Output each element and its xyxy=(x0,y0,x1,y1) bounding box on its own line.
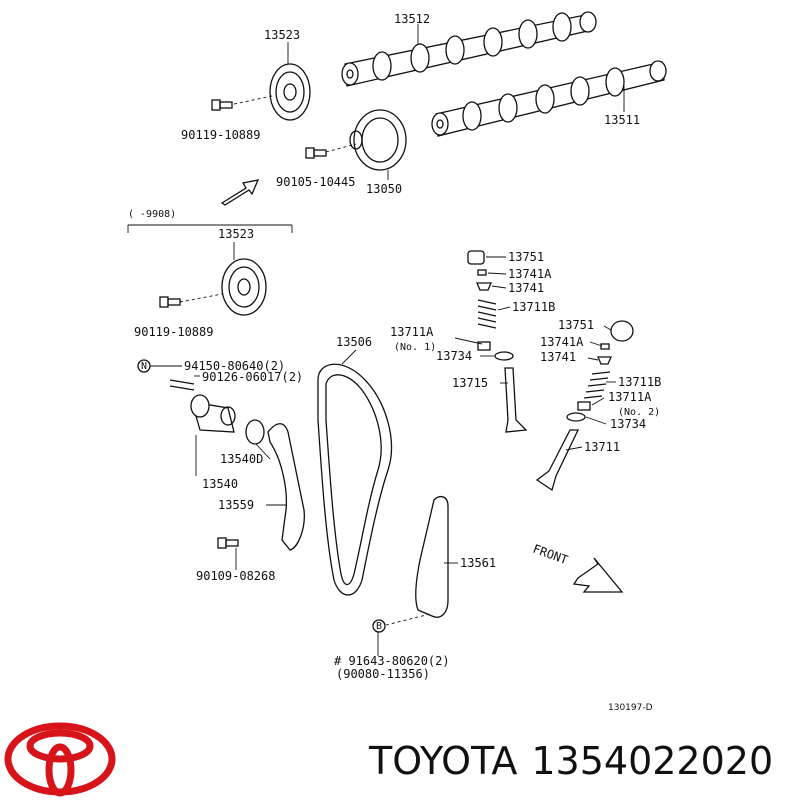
label-13741A-a: 13741A xyxy=(508,267,552,281)
n-marker-circle xyxy=(137,359,151,373)
vvt-gear-13050 xyxy=(349,109,407,171)
timing-chain-13506 xyxy=(317,363,393,596)
label-diagram-code: 130197-D xyxy=(608,703,653,713)
label-90119-top: 90119-10889 xyxy=(181,128,260,142)
front-arrow xyxy=(572,557,624,593)
chain-tensioner-13540 xyxy=(169,379,265,445)
label-13741A-b: 13741A xyxy=(540,335,584,349)
leader-lines xyxy=(150,24,625,656)
b-marker-circle xyxy=(372,619,386,633)
timing-chain-inner xyxy=(325,374,382,586)
label-13711B-b: 13711B xyxy=(618,375,661,389)
chain-slipper-13559 xyxy=(267,423,305,551)
part-labels: 13512 13523 13511 90119-10889 90105-1044… xyxy=(128,12,661,713)
label-13511: 13511 xyxy=(604,113,640,127)
label-n-marker: N xyxy=(141,361,147,372)
chain-guide-13561 xyxy=(415,495,449,618)
bolt-90109 xyxy=(217,537,239,549)
label-90126: 90126-06017(2) xyxy=(202,370,303,384)
bolt-90119-mid xyxy=(159,296,181,308)
label-13741-a: 13741 xyxy=(508,281,544,295)
camshaft-13511 xyxy=(431,60,667,137)
label-13734-b: 13734 xyxy=(610,417,646,431)
valve-train-no1 xyxy=(467,250,528,433)
label-bracket: ( -9908) xyxy=(128,209,176,220)
label-13711A-b: 13711A xyxy=(608,390,652,404)
bolt-90105 xyxy=(305,147,327,159)
label-13523-mid: 13523 xyxy=(218,227,254,241)
direction-arrow-icon xyxy=(220,179,260,206)
label-90080: (90080-11356) xyxy=(336,667,430,681)
label-13751-b: 13751 xyxy=(558,318,594,332)
label-13050: 13050 xyxy=(366,182,402,196)
cam-sprocket-mid xyxy=(221,258,267,316)
label-13715: 13715 xyxy=(452,376,488,390)
toyota-logo-icon xyxy=(4,722,116,797)
label-13506: 13506 xyxy=(336,335,372,349)
label-13540D: 13540D xyxy=(220,452,263,466)
label-13512: 13512 xyxy=(394,12,430,26)
label-13734-a: 13734 xyxy=(436,349,472,363)
label-90119-mid: 90119-10889 xyxy=(134,325,213,339)
label-13741-b: 13741 xyxy=(540,350,576,364)
label-front: FRONT xyxy=(531,542,570,568)
version-bracket xyxy=(127,224,293,233)
label-no1: (No. 1) xyxy=(394,342,436,353)
label-13540: 13540 xyxy=(202,477,238,491)
label-90105: 90105-10445 xyxy=(276,175,355,189)
label-13561: 13561 xyxy=(460,556,496,570)
label-13711: 13711 xyxy=(584,440,620,454)
brand-caption: TOYOTA 1354022020 xyxy=(369,736,794,786)
label-13711A-a: 13711A xyxy=(390,325,434,339)
camshaft-13512 xyxy=(341,11,597,87)
label-13523-top: 13523 xyxy=(264,28,300,42)
bolt-90119-top xyxy=(211,99,233,111)
label-b-marker: B xyxy=(376,621,382,632)
part-number: 1354022020 xyxy=(531,739,774,783)
label-91643: # 91643-80620(2) xyxy=(334,654,450,668)
brand-name: TOYOTA xyxy=(369,739,518,783)
label-94150: 94150-80640(2) xyxy=(184,359,285,373)
label-13711B-a: 13711B xyxy=(512,300,555,314)
label-13559: 13559 xyxy=(218,498,254,512)
cam-sprocket-top xyxy=(269,63,311,121)
label-13751-a: 13751 xyxy=(508,250,544,264)
label-90109: 90109-08268 xyxy=(196,569,275,583)
label-no2: (No. 2) xyxy=(618,407,660,418)
valve-train-no2 xyxy=(535,320,634,492)
